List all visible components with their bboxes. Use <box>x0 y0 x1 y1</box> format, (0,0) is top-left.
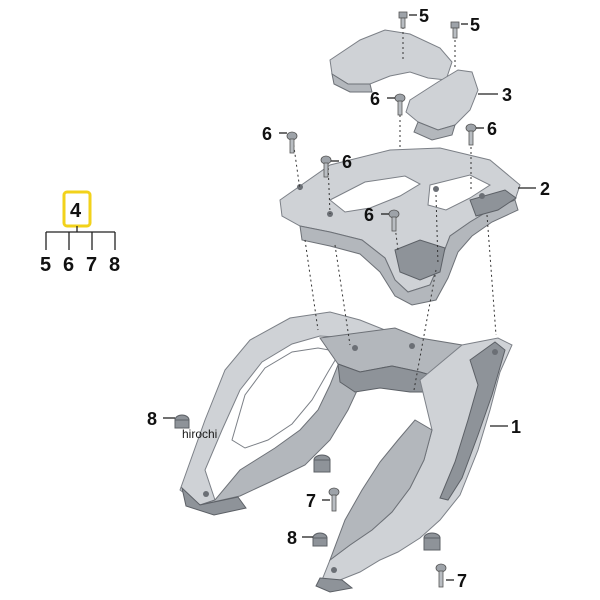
callout-8b: 8 <box>287 528 297 548</box>
callout-6d: 6 <box>487 119 497 139</box>
bolt-7a <box>328 487 340 512</box>
callouts: 5 5 3 6 6 6 6 6 2 1 8 8 7 7 <box>147 6 550 591</box>
screw-5a <box>398 11 408 29</box>
kit-content-7: 7 <box>86 254 97 276</box>
callout-7a: 7 <box>306 491 316 511</box>
callout-6a: 6 <box>370 89 380 109</box>
callout-6b: 6 <box>262 124 272 144</box>
screw-5b <box>450 21 460 39</box>
kit-key: 4 5 6 7 8 <box>40 190 120 276</box>
bushing-8-mid <box>313 454 331 473</box>
bushing-8-right <box>423 532 441 551</box>
watermark-text: hirochi <box>182 427 217 441</box>
bolt-6d <box>465 123 477 146</box>
part-2-carrier-frame <box>279 147 521 306</box>
part-3-cover <box>329 29 479 141</box>
callout-5b: 5 <box>470 15 480 35</box>
part-1-rear-frame <box>179 311 513 593</box>
callout-3: 3 <box>502 85 512 105</box>
callout-5a: 5 <box>419 6 429 26</box>
kit-content-5: 5 <box>40 254 51 276</box>
kit-content-8: 8 <box>109 254 120 276</box>
kit-number: 4 <box>70 200 82 222</box>
callout-6c: 6 <box>342 152 352 172</box>
callout-6e: 6 <box>364 205 374 225</box>
bolt-6c <box>320 155 332 178</box>
bolt-6a <box>394 93 406 116</box>
callout-8a: 8 <box>147 409 157 429</box>
leader-lines <box>163 14 536 581</box>
callout-2: 2 <box>540 179 550 199</box>
kit-content-6: 6 <box>63 254 74 276</box>
bushing-8a <box>174 414 190 429</box>
callout-1: 1 <box>511 417 521 437</box>
bushing-8b <box>312 532 328 547</box>
bolt-7b <box>435 563 447 588</box>
callout-7b: 7 <box>457 571 467 591</box>
bolt-6b <box>286 131 298 154</box>
